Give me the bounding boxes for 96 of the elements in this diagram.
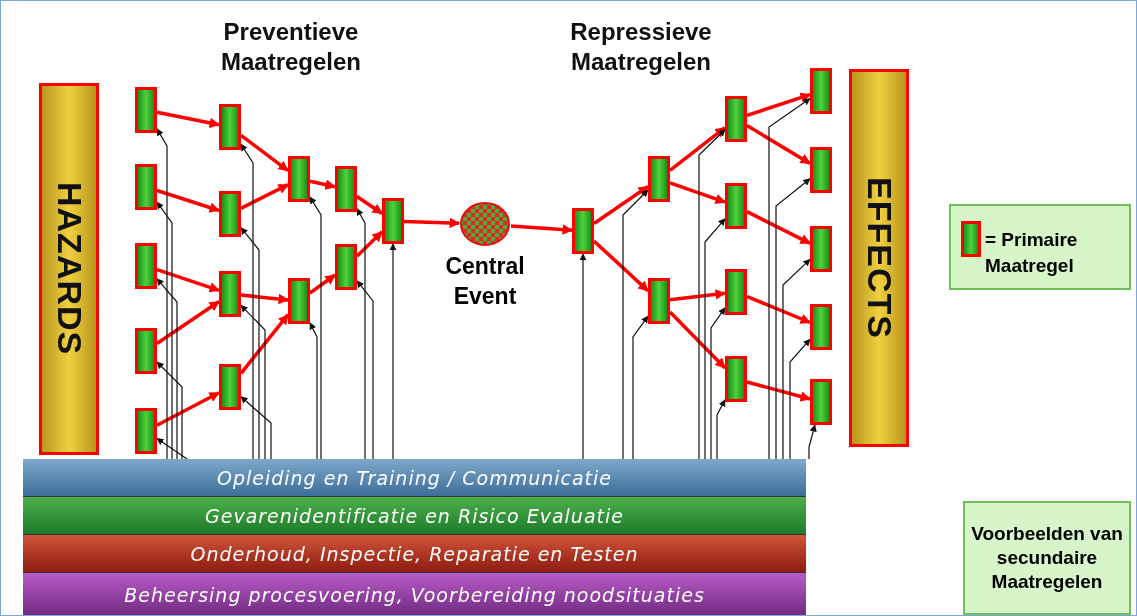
arrow: [746, 210, 811, 245]
arrow: [156, 110, 221, 129]
arrow: [309, 196, 322, 460]
arrow: [356, 208, 366, 460]
arrow: [309, 179, 337, 190]
barrier-box: [810, 304, 832, 350]
measure-band: [23, 535, 806, 573]
effects-bar: [849, 69, 909, 447]
band-label: Beheersing procesvoering, Voorbereiding noodsituaties: [124, 583, 705, 606]
barrier-box: [219, 104, 241, 150]
arrow: [632, 315, 649, 460]
band-label: Gevarenidentificatie en Risico Evaluatie: [205, 504, 624, 527]
legend-text: = Primaire Maatregel: [985, 228, 1079, 278]
section-heading: Preventieve Maatregelen: [219, 17, 363, 77]
arrow: [156, 128, 168, 460]
arrow: [156, 437, 188, 460]
arrow: [240, 304, 266, 460]
barrier-box: [810, 226, 832, 272]
arrow: [403, 217, 461, 229]
arrow: [746, 294, 811, 325]
arrow: [240, 143, 254, 460]
barrier-box: [648, 278, 670, 324]
arrow: [156, 300, 220, 345]
arrow: [156, 188, 220, 213]
hazards-bar: [39, 83, 99, 455]
arrow: [156, 391, 220, 427]
measure-band: [23, 497, 806, 535]
barrier-box: [335, 244, 357, 290]
arrow: [622, 189, 649, 460]
arrow: [746, 124, 811, 165]
barrier-box: [219, 364, 241, 410]
barrier-box: [648, 156, 670, 202]
barrier-box: [135, 328, 157, 374]
arrow: [510, 224, 574, 235]
arrow: [309, 322, 318, 460]
arrow: [240, 183, 289, 210]
arrow: [156, 201, 173, 460]
barrier-box: [135, 87, 157, 133]
barrier-box: [810, 68, 832, 114]
barrier-box: [219, 271, 241, 317]
barrier-box: [135, 243, 157, 289]
arrow: [768, 98, 811, 460]
note-box: [963, 501, 1131, 615]
arrow: [156, 268, 220, 293]
arrow: [669, 289, 727, 302]
measure-band: [23, 459, 806, 497]
bar-label: EFFECTS: [859, 177, 899, 339]
barrier-box: [810, 147, 832, 193]
barrier-box: [288, 278, 310, 324]
arrow: [704, 218, 726, 460]
barrier-box: [725, 183, 747, 229]
note-text: Voorbeelden van secundaire Maatregelen: [970, 522, 1124, 594]
measure-band: [23, 573, 806, 615]
arrow: [668, 310, 727, 370]
barrier-box: [135, 408, 157, 454]
arrow: [355, 230, 384, 258]
barrier-box: [382, 198, 404, 244]
band-label: Onderhoud, Inspectie, Reparatie en Testen: [190, 542, 639, 565]
section-heading: Repressieve Maatregelen: [569, 17, 713, 77]
arrow: [356, 280, 374, 460]
arrow: [356, 195, 383, 215]
barrier-box: [810, 379, 832, 425]
arrow: [668, 126, 727, 172]
arrow: [669, 181, 726, 204]
arrow: [389, 243, 397, 460]
arrow: [240, 396, 272, 460]
arrow: [716, 399, 726, 460]
arrow: [579, 253, 587, 460]
barrier-box: [219, 191, 241, 237]
arrow: [808, 424, 817, 460]
bar-label: HAZARDS: [49, 182, 89, 356]
arrow: [239, 133, 290, 173]
arrow: [775, 178, 811, 460]
arrow: [789, 338, 811, 460]
arrow: [308, 273, 337, 295]
arrow: [710, 307, 726, 460]
arrow: [593, 185, 649, 225]
arrow: [156, 278, 178, 460]
arrow: [239, 313, 290, 375]
barrier-box: [725, 356, 747, 402]
arrow: [240, 293, 290, 305]
arrow: [782, 258, 811, 460]
barrier-box: [335, 166, 357, 212]
barrier-box: [288, 156, 310, 202]
arrow: [746, 380, 811, 402]
band-label: Opleiding en Training / Communicatie: [216, 466, 613, 489]
arrow: [240, 227, 260, 460]
barrier-box: [725, 96, 747, 142]
arrow: [698, 129, 726, 460]
arrow: [592, 239, 650, 293]
barrier-box: [725, 269, 747, 315]
event-label: Central Event: [444, 252, 526, 311]
arrow: [746, 92, 811, 118]
barrier-box: [135, 164, 157, 210]
barrier-box: [572, 208, 594, 254]
arrow: [156, 361, 183, 460]
